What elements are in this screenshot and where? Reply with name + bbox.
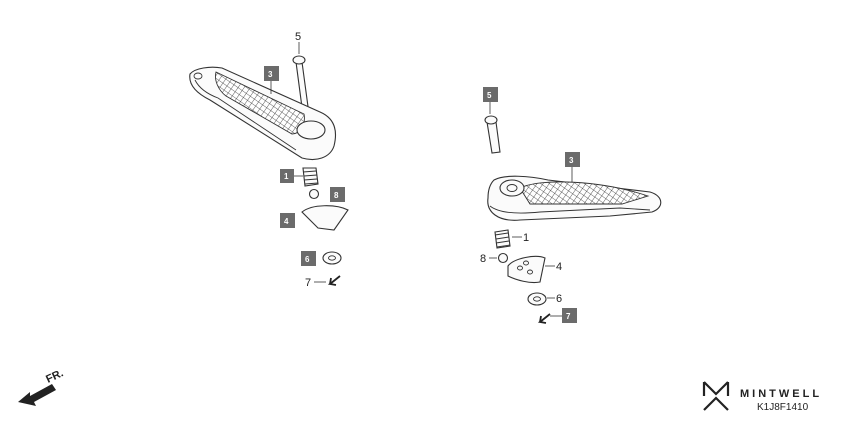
right-callout-box-5 <box>483 87 498 102</box>
right-spring <box>494 229 511 249</box>
left-washer <box>322 251 342 265</box>
right-plate <box>507 255 546 284</box>
left-ball <box>308 188 320 200</box>
right-cotter-pin <box>537 313 551 324</box>
brand-logo-icon <box>702 381 730 411</box>
left-callout-8: 8 <box>334 191 339 200</box>
left-spring <box>302 167 319 187</box>
right-callout-7: 7 <box>566 312 571 321</box>
front-direction-label: FR. <box>44 367 65 385</box>
right-callout-6: 6 <box>556 293 562 305</box>
right-callout-3: 3 <box>569 156 574 165</box>
right-washer <box>527 292 547 306</box>
left-callout-7: 7 <box>305 277 311 289</box>
left-assembly: 5 3 1 8 4 6 7 <box>189 31 349 289</box>
left-callout-6: 6 <box>305 255 310 264</box>
left-footpeg <box>189 66 337 161</box>
left-cotter-pin <box>327 275 341 286</box>
right-pin <box>484 115 501 154</box>
left-callout-box-1 <box>280 169 294 183</box>
right-footpeg <box>487 175 662 221</box>
left-callout-box-3 <box>264 66 279 81</box>
left-plate <box>301 205 349 231</box>
front-direction-arrow-icon <box>18 384 56 406</box>
left-callout-1: 1 <box>284 172 289 181</box>
left-callout-4: 4 <box>284 217 289 226</box>
right-callout-box-7 <box>562 308 577 323</box>
right-callout-5: 5 <box>487 91 492 100</box>
left-callout-3: 3 <box>268 70 273 79</box>
right-callout-4: 4 <box>556 261 562 273</box>
right-callout-8: 8 <box>480 253 486 265</box>
left-callout-5: 5 <box>295 31 301 43</box>
left-callout-box-8 <box>330 187 345 202</box>
right-callout-box-3 <box>565 152 580 167</box>
right-ball <box>497 252 509 264</box>
right-callout-1: 1 <box>523 232 529 244</box>
left-callout-box-6 <box>301 251 316 266</box>
diagram-code: K1J8F1410 <box>757 402 809 413</box>
right-assembly: 5 3 1 8 <box>480 87 662 324</box>
brand-name: MINTWELL <box>740 388 822 400</box>
left-callout-box-4 <box>280 213 295 228</box>
